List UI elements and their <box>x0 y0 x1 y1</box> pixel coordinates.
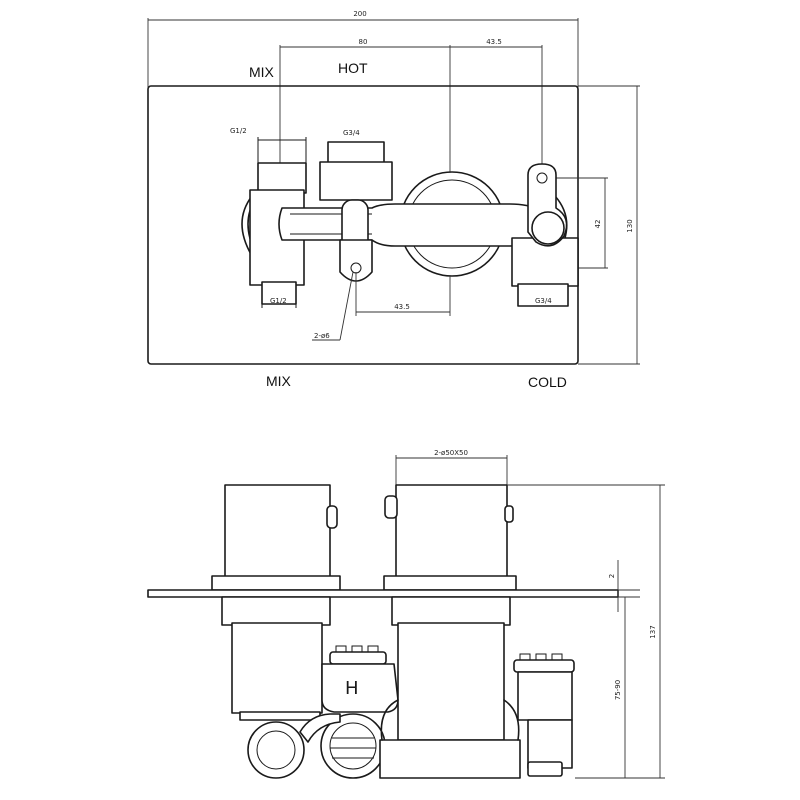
dim-130: 130 <box>578 85 640 365</box>
right-knob-pin-left <box>384 495 398 519</box>
mix-top-ring <box>257 162 307 194</box>
central-pipe <box>278 171 541 277</box>
hot-inlet-cap <box>327 141 385 165</box>
dim-75-90: 75-90 <box>614 597 626 778</box>
left-pipe-inner <box>256 730 296 770</box>
dim-overall-width: 200 <box>147 10 579 88</box>
hot-block-nut <box>329 651 387 665</box>
dim-200-text: 200 <box>353 10 366 18</box>
left-knob <box>211 484 341 591</box>
left-knob-cap <box>224 484 331 578</box>
dim-75-90-text: 75-90 <box>614 680 622 700</box>
lug-bottom: 43.5 2-ø6 <box>312 239 451 341</box>
left-body-base <box>239 711 321 721</box>
right-body-arm-right <box>503 699 520 741</box>
left-valve-body <box>221 596 331 721</box>
hot-block-nut-teeth <box>335 645 379 652</box>
lug-bottom-body <box>339 239 373 282</box>
hot-block: H <box>321 645 399 713</box>
right-body-arm-left <box>380 699 399 741</box>
cover-plate-side <box>147 589 619 598</box>
dim-43-5-bottom-text: 43.5 <box>394 303 410 311</box>
right-body-base <box>379 739 521 779</box>
cold-block-lower <box>527 719 573 769</box>
dim-130-text: 130 <box>626 219 634 232</box>
dim-137-text: 137 <box>649 625 657 638</box>
front-view: 200 80 43.5 130 42 <box>147 10 640 390</box>
cold-block-foot <box>527 761 563 777</box>
holes-2xd6: 2-ø6 <box>314 332 330 340</box>
thread-g12-top: G1/2 <box>230 127 247 135</box>
mid-pipe-grip <box>330 737 376 759</box>
pipe-connector <box>299 713 341 743</box>
left-wheel-arc <box>241 195 253 257</box>
hot-inlet: G3/4 <box>319 129 393 201</box>
cold-block-nut-teeth <box>519 653 563 660</box>
hot-block-h: H <box>345 678 359 699</box>
right-knob <box>383 484 517 591</box>
dim-plate: 2 <box>608 560 640 612</box>
label-cold: COLD <box>528 374 567 390</box>
left-knob-flange <box>211 575 341 591</box>
right-knob-pin-right <box>504 505 514 523</box>
left-body-main <box>231 622 323 714</box>
dim-43-5-top-text: 43.5 <box>486 38 502 46</box>
right-body-main <box>397 622 505 741</box>
dim-knob: 2-ø50X50 <box>395 449 508 485</box>
right-knob-cap <box>395 484 508 578</box>
cold-block-nut <box>513 659 575 673</box>
left-knob-pin <box>326 505 338 529</box>
label-mix-top: MIX <box>249 64 275 80</box>
cold-elbow <box>531 211 565 245</box>
dim-plate-text: 2 <box>608 574 616 578</box>
cold-cap <box>517 283 569 307</box>
left-pipe-outer <box>247 721 305 779</box>
mid-pipe-inner <box>329 722 377 770</box>
dim-43-5-top: 43.5 <box>450 38 543 178</box>
dim-42-text: 42 <box>594 220 602 229</box>
cold-inlet: G3/4 <box>511 163 579 307</box>
pipe-horizontal <box>278 203 541 247</box>
right-body-collar <box>391 596 511 626</box>
side-view: 2-ø50X50 2 137 <box>147 449 665 779</box>
dim-knob-text: 2-ø50X50 <box>434 449 468 457</box>
cold-block-body <box>517 671 573 721</box>
thread-g34-top: G3/4 <box>343 129 360 137</box>
bottom-pipes <box>247 713 386 779</box>
hole-leader <box>339 271 354 341</box>
hot-block-body <box>321 663 399 713</box>
cover-plate-front <box>147 85 579 365</box>
right-knob-flange <box>383 575 517 591</box>
dim-137: 137 <box>507 484 665 779</box>
dim-80-text: 80 <box>359 38 368 46</box>
mix-bottom-ring <box>261 281 297 305</box>
label-hot: HOT <box>338 60 368 76</box>
right-cartridge-body <box>379 596 521 779</box>
left-body-collar <box>221 596 331 626</box>
cold-block <box>513 653 575 777</box>
thread-g34-bottom: G3/4 <box>535 297 552 305</box>
hot-inlet-body <box>319 161 393 201</box>
label-mix-bottom: MIX <box>266 373 292 389</box>
thread-g12-bottom: G1/2 <box>270 297 287 305</box>
cold-lug-hole <box>536 172 548 184</box>
